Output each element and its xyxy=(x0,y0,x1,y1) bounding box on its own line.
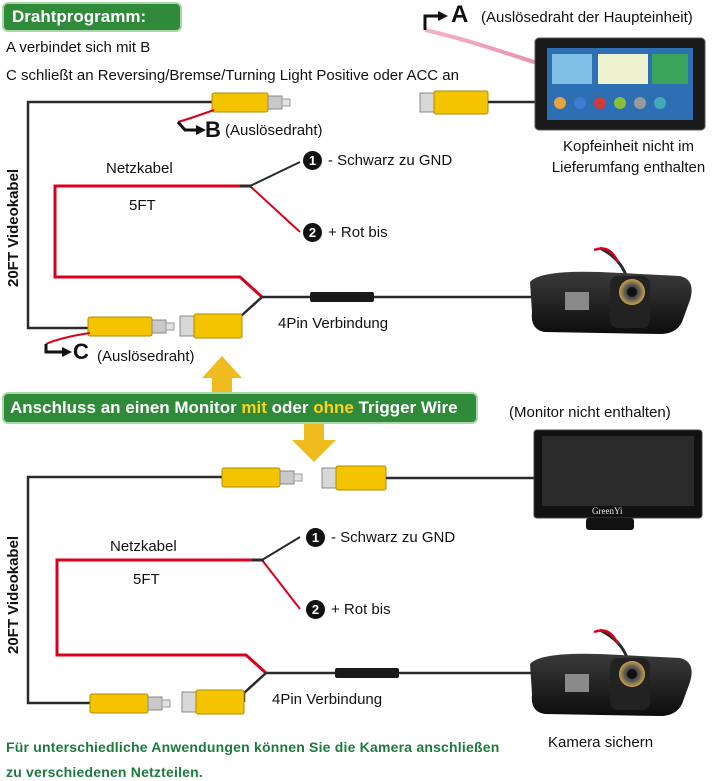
rca-plug-b xyxy=(211,92,291,113)
power-cable-label-top: Netzkabel xyxy=(106,160,173,177)
video-cable-top xyxy=(26,100,215,330)
rca-jack-camera-top xyxy=(179,313,243,339)
connector-label-top: 4Pin Verbindung xyxy=(278,315,389,332)
wiring-title: Drahtprogramm: xyxy=(12,7,147,26)
wire2-label-top: + Rot bis xyxy=(328,224,388,241)
banner-text-post: Trigger Wire xyxy=(353,398,458,417)
banner-text-mid: oder xyxy=(266,398,314,417)
wire2-badge-bottom: 2 xyxy=(306,600,325,619)
label-c-text: (Auslösedraht) xyxy=(97,348,195,365)
label-c-letter: C xyxy=(73,339,89,364)
arrow-up xyxy=(202,356,242,396)
banner-text-ohne: ohne xyxy=(313,398,354,417)
footer-line1: Für unterschiedliche Anwendungen können … xyxy=(6,739,500,755)
rca-jack-camera-bottom xyxy=(181,689,245,715)
wire1-badge-bottom: 1 xyxy=(306,528,325,547)
length-label-top: 5FT xyxy=(129,197,156,214)
rca-plug-c xyxy=(87,316,175,337)
rca-plug-monitor-side xyxy=(221,467,303,488)
banner-text-pre: Anschluss an einen Monitor xyxy=(10,398,242,417)
head-unit-image xyxy=(534,37,706,131)
c-pointer-icon xyxy=(44,344,62,354)
power-cable-label-bottom: Netzkabel xyxy=(110,538,177,555)
4pin-connector-top xyxy=(310,292,374,302)
wire2-label-bottom: + Rot bis xyxy=(331,601,391,618)
video-cable-label-top: 20FT Videokabel xyxy=(5,168,22,287)
b-pointer-icon xyxy=(176,121,196,132)
wire2-badge-top: 2 xyxy=(303,223,322,242)
rca-plug-bottom-left xyxy=(89,693,171,714)
label-b-letter: B xyxy=(205,117,221,142)
camera-image-top xyxy=(530,246,692,334)
trigger-wire-c xyxy=(45,332,91,345)
label-a-letter: A xyxy=(451,1,469,28)
line-a-to-b: A verbindet sich mit B xyxy=(6,39,151,56)
monitor-image xyxy=(533,429,703,530)
monitor-brand: GreenYi xyxy=(592,506,623,516)
headunit-caption: Kopfeinheit nicht im Lieferumfang enthal… xyxy=(541,136,716,178)
power-cable-top xyxy=(53,184,264,299)
banner-text-mit: mit xyxy=(241,398,267,417)
wire1-label-bottom: - Schwarz zu GND xyxy=(331,529,456,546)
rca-jack-monitor xyxy=(321,465,540,491)
4pin-connector-bottom xyxy=(335,668,399,678)
camera-caption: Kamera sichern xyxy=(548,734,654,751)
video-cable-bottom xyxy=(26,475,225,705)
a-pointer-icon xyxy=(423,14,438,30)
monitor-caption: (Monitor nicht enthalten) xyxy=(509,404,671,421)
connector-label-bottom: 4Pin Verbindung xyxy=(272,691,383,708)
headunit-caption-line2: Lieferumfang enthalten xyxy=(551,159,706,176)
video-cable-label-bottom: 20FT Videokabel xyxy=(5,535,22,654)
wire1-label-top: - Schwarz zu GND xyxy=(328,152,453,169)
label-b-text: (Auslösedraht) xyxy=(225,122,323,139)
camera-image-bottom xyxy=(530,628,692,716)
wire1-badge-top: 1 xyxy=(303,151,322,170)
arrow-down xyxy=(292,420,336,462)
label-a-text: (Auslösedraht der Haupteinheit) xyxy=(481,9,693,26)
power-cable-bottom xyxy=(55,558,268,675)
length-label-bottom: 5FT xyxy=(133,571,160,588)
rca-jack-headunit xyxy=(419,90,535,115)
headunit-caption-line1: Kopfeinheit nicht im xyxy=(563,138,694,155)
connection-banner: Anschluss an einen Monitor mit oder ohne… xyxy=(2,392,478,424)
line-c-connection: C schließt an Reversing/Bremse/Turning L… xyxy=(6,67,459,84)
trigger-wire-b xyxy=(177,109,215,123)
footer-line2: zu verschiedenen Netzteilen. xyxy=(6,764,203,780)
wiring-title-banner: Drahtprogramm: xyxy=(2,2,182,32)
